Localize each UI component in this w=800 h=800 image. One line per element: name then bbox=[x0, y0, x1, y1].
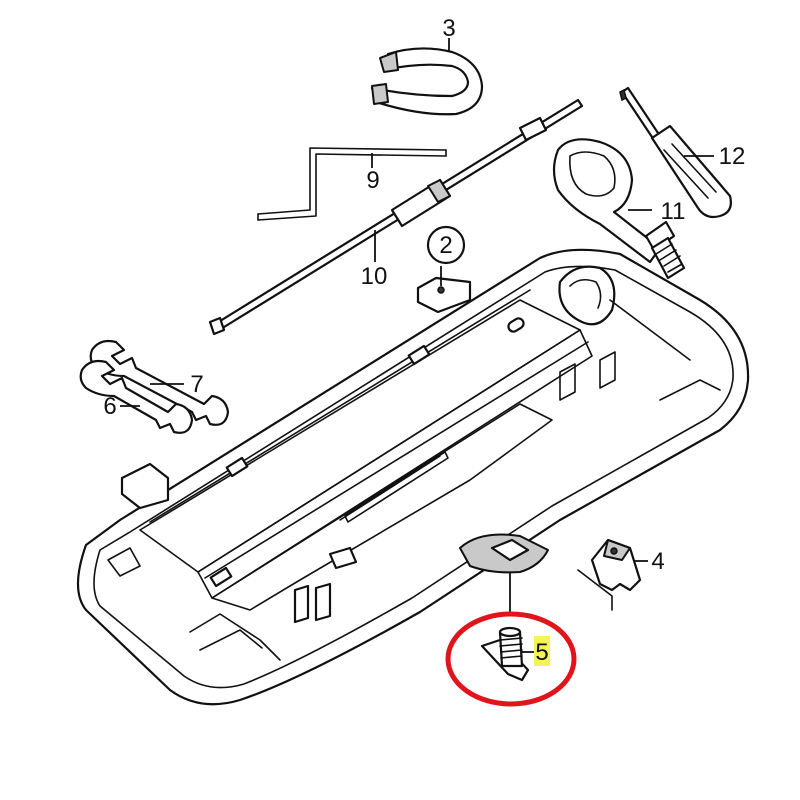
callout-3: 3 bbox=[442, 15, 455, 42]
double-open-wrench-icon bbox=[79, 339, 230, 434]
hex-key-icon bbox=[257, 147, 447, 221]
callout-2: 2 bbox=[439, 232, 452, 259]
u-clip-icon bbox=[370, 47, 484, 116]
threaded-bolt-icon bbox=[480, 626, 530, 682]
callout-4: 4 bbox=[651, 548, 664, 575]
callout-7: 7 bbox=[190, 371, 203, 398]
jack-rod-icon bbox=[208, 98, 584, 336]
callout-9: 9 bbox=[366, 167, 379, 194]
callout-10: 10 bbox=[361, 263, 388, 290]
callout-6: 6 bbox=[103, 393, 116, 420]
callout-12: 12 bbox=[719, 143, 746, 170]
clip-nut-icon bbox=[590, 538, 642, 592]
towing-eye-icon bbox=[552, 138, 686, 280]
callout-2-circle bbox=[426, 225, 466, 265]
screwdriver-icon bbox=[619, 86, 732, 219]
highlight-ring bbox=[445, 611, 577, 707]
tool-tray-icon bbox=[76, 248, 750, 706]
callout-11: 11 bbox=[661, 198, 686, 225]
mounting-bracket-icon bbox=[416, 276, 472, 314]
callout-5-highlight bbox=[534, 636, 550, 666]
callout-5: 5 bbox=[535, 639, 548, 666]
